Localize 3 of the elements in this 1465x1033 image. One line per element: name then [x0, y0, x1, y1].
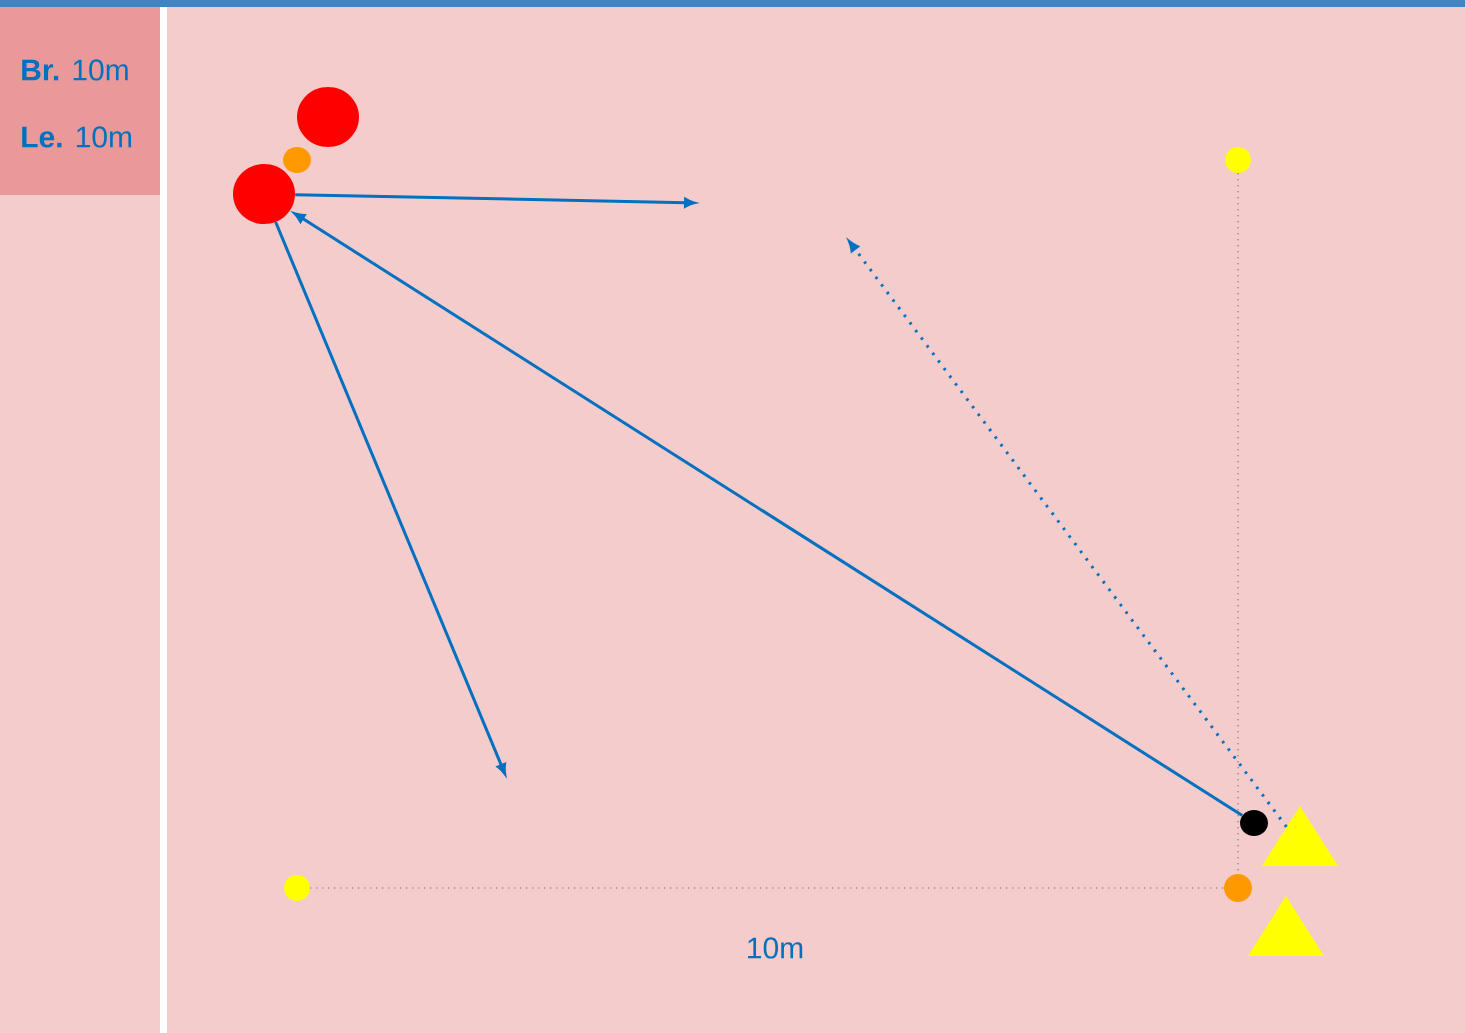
- dimension-label: 10m: [748, 937, 803, 959]
- dimension-label: Br. 10m: [22, 59, 128, 81]
- dimension-label: Le. 10m: [22, 126, 132, 148]
